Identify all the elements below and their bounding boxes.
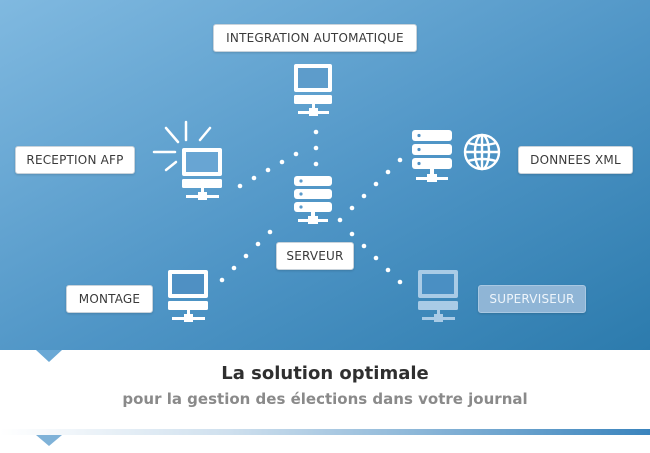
bottom-notch (36, 435, 62, 446)
connector-reception (237, 151, 299, 189)
caption-title: La solution optimale (221, 363, 429, 384)
node-integration-label: INTEGRATION AUTOMATIQUE (213, 24, 417, 52)
connector-integration (313, 129, 319, 167)
connectors (219, 129, 403, 285)
connector-donnees (337, 157, 403, 223)
caption-subtitle: pour la gestion des élections dans votre… (122, 390, 528, 408)
computer-icon (182, 148, 222, 200)
node-montage-label: MONTAGE (66, 285, 153, 313)
node-reception-label: RECEPTION AFP (15, 146, 135, 174)
panel-notch (36, 350, 62, 362)
server-icon (294, 176, 332, 224)
computer-icon (294, 64, 332, 116)
node-donnees-label: DONNEES XML (518, 146, 633, 174)
connector-superviseur (349, 231, 403, 285)
computer-icon (418, 270, 458, 322)
server-icon (412, 130, 452, 182)
signal-rays-icon (152, 120, 212, 172)
connector-montage (219, 229, 273, 283)
globe-icon (463, 133, 501, 171)
bottom-bar (0, 429, 650, 435)
node-serveur-label: SERVEUR (276, 242, 354, 270)
node-superviseur-label: SUPERVISEUR (478, 285, 586, 313)
computer-icon (168, 270, 208, 322)
